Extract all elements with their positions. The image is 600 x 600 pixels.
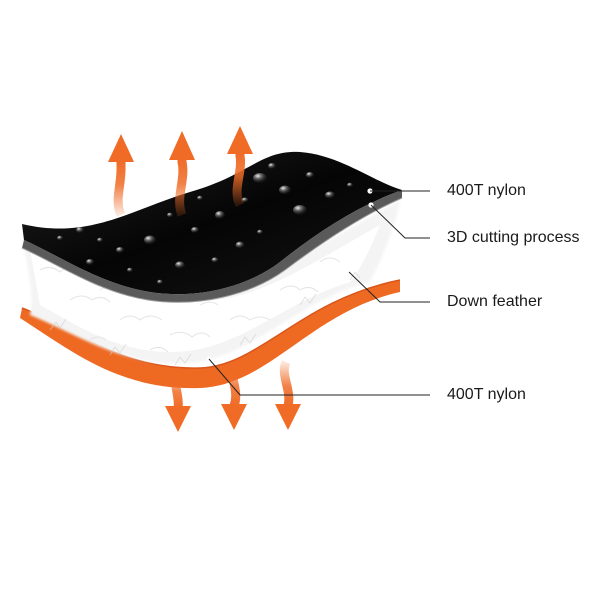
water-droplet-icon [127, 267, 133, 273]
label-3d-cutting-process: 3D cutting process [447, 229, 580, 246]
water-droplet-icon [97, 237, 103, 243]
water-droplet-icon [257, 229, 263, 235]
water-droplet-icon [211, 257, 219, 263]
label-outer-nylon: 400T nylon [447, 182, 526, 199]
water-droplets [57, 163, 353, 285]
water-droplet-icon [306, 172, 314, 178]
heat-reflect-arrow-icon [275, 360, 301, 430]
heat-rising-arrow-icon [108, 134, 134, 217]
water-droplet-icon [144, 235, 156, 245]
water-droplet-icon [76, 227, 84, 233]
outer-shell-layer [21, 151, 403, 303]
heat-arrows-up [108, 126, 253, 217]
leader-line-bottom-nylon [208, 358, 430, 396]
water-droplet-icon [57, 235, 63, 241]
label-down-feather: Down feather [447, 293, 543, 310]
heat-reflect-arrow-icon [165, 370, 191, 432]
heat-rising-arrow-icon [169, 131, 195, 217]
water-droplet-icon [157, 279, 163, 285]
water-droplet-icon [293, 205, 307, 215]
water-droplet-icon [116, 247, 124, 253]
label-inner-nylon: 400T nylon [447, 386, 526, 403]
water-droplet-icon [191, 227, 199, 233]
water-droplet-icon [279, 185, 291, 195]
heat-reflect-arrow-icon [221, 360, 247, 430]
water-droplet-icon [235, 241, 245, 249]
water-droplet-icon [347, 182, 353, 188]
water-droplet-icon [86, 259, 94, 265]
water-droplet-icon [268, 163, 276, 169]
water-droplet-icon [215, 211, 225, 219]
water-droplet-icon [253, 173, 267, 183]
water-droplet-icon [325, 191, 335, 199]
leader-line-down-feather [348, 271, 430, 303]
leader-lines [206, 188, 430, 396]
heat-arrows-down [165, 360, 301, 432]
water-droplet-icon [167, 212, 173, 218]
leader-line-3d-cutting [370, 204, 430, 239]
water-droplet-icon [197, 195, 203, 201]
heat-rising-arrow-icon [227, 126, 253, 208]
water-droplet-icon [241, 197, 249, 203]
water-droplet-icon [175, 261, 185, 269]
